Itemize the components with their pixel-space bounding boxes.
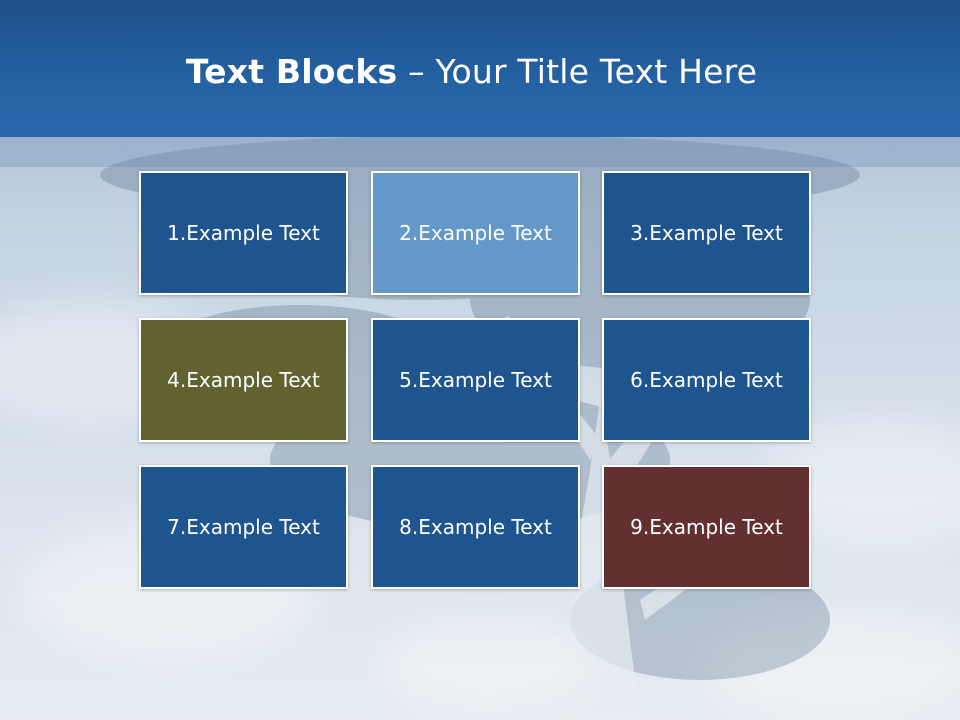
background-cloud: [700, 610, 960, 720]
title-bar: Text Blocks – Your Title Text Here: [0, 0, 960, 137]
text-block-1[interactable]: 1.Example Text: [139, 171, 348, 295]
text-block-5[interactable]: 5.Example Text: [371, 318, 580, 442]
text-block-9[interactable]: 9.Example Text: [602, 465, 811, 589]
slide-title-bold: Text Blocks: [185, 52, 398, 91]
text-block-3[interactable]: 3.Example Text: [602, 171, 811, 295]
text-block-8[interactable]: 8.Example Text: [371, 465, 580, 589]
text-block-7[interactable]: 7.Example Text: [139, 465, 348, 589]
slide-title: Text Blocks – Your Title Text Here: [0, 52, 943, 91]
text-block-4[interactable]: 4.Example Text: [139, 318, 348, 442]
background-cloud: [380, 620, 600, 710]
slide-title-rest: – Your Title Text Here: [397, 52, 758, 91]
text-block-6[interactable]: 6.Example Text: [602, 318, 811, 442]
header-shadow-band: [0, 137, 960, 167]
text-block-2[interactable]: 2.Example Text: [371, 171, 580, 295]
text-block-grid: 1.Example Text 2.Example Text 3.Example …: [139, 171, 815, 593]
